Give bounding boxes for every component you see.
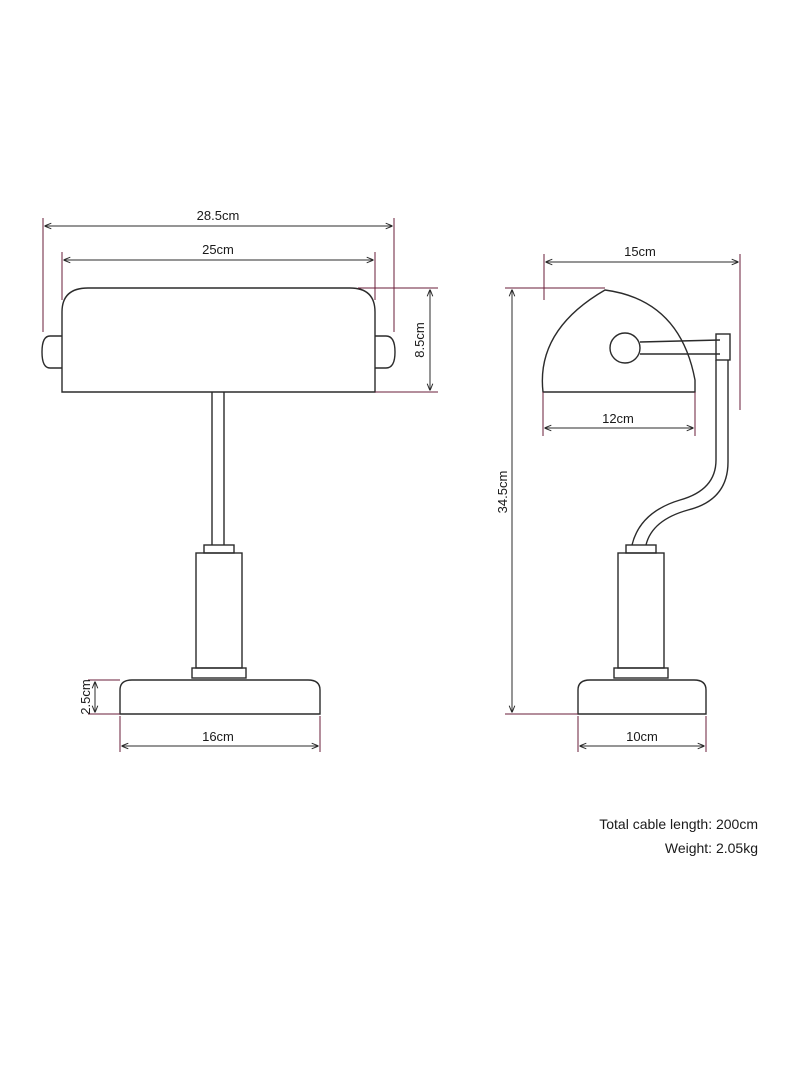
front-base [119,679,321,715]
base-height-label: 2.5cm [78,679,93,714]
spec-block: Total cable length: 200cm Weight: 2.05kg [599,812,758,860]
front-overall-width-label: 28.5cm [197,208,240,223]
side-column [617,552,665,669]
side-shade [541,289,696,393]
front-view: 28.5cm 25cm 8.5cm 2.5cm [41,208,438,752]
front-base-width-label: 16cm [202,729,234,744]
cable-length-text: Total cable length: 200cm [599,816,758,832]
side-depth-label: 15cm [624,244,656,259]
weight-text: Weight: 2.05kg [664,840,758,856]
shade-height-label: 8.5cm [412,322,427,357]
front-collar [203,544,235,554]
overall-height-label: 34.5cm [495,471,510,514]
side-base-label: 10cm [626,729,658,744]
front-shade-knob-right [375,335,396,369]
side-arm-bracket [715,333,731,361]
side-arm-top [639,339,721,343]
front-column [195,552,243,669]
side-stem-back [645,360,729,546]
side-inner-label: 12cm [602,411,634,426]
side-collar [625,544,657,554]
side-base [577,679,707,715]
front-shade-knob-left [41,335,62,369]
side-view: 15cm 12cm 34.5cm 10cm [495,244,741,752]
front-shade [61,287,376,393]
front-column-foot [191,667,247,679]
side-stem-front [631,360,717,546]
side-shade-pivot [609,332,641,364]
side-column-foot [613,667,669,679]
front-shade-width-label: 25cm [202,242,234,257]
